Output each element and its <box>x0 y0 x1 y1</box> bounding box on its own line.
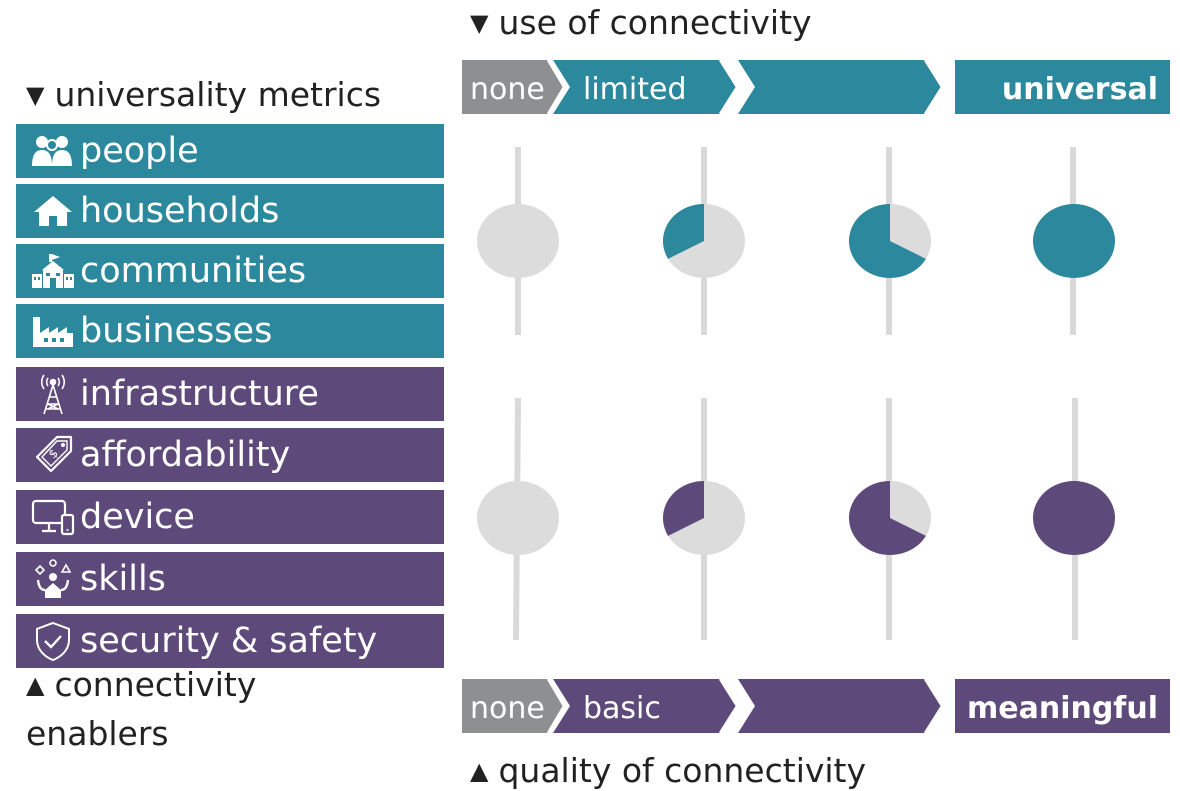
quality-scale-segment-3 <box>738 679 942 733</box>
pie-background <box>477 204 559 278</box>
enabler-infrastructure: infrastructure <box>16 367 444 421</box>
enabler-security-safety: security & safety <box>16 614 444 668</box>
triangle-up-icon: ▲ <box>26 671 45 699</box>
metric-communities: communities <box>16 244 444 298</box>
enabler-label: skills <box>80 559 166 599</box>
pie-background <box>1033 481 1115 555</box>
quality-level-basic: basic <box>583 691 661 726</box>
metric-label: businesses <box>80 311 273 351</box>
quality-scale-segment-1 <box>462 679 564 733</box>
quality-scale-chevrons <box>546 678 944 734</box>
triangle-up-icon: ▲ <box>470 757 489 785</box>
juggling-person-icon <box>16 552 78 606</box>
pie-use-3 <box>849 204 931 279</box>
use-scale-bg <box>955 60 1170 114</box>
metric-businesses: businesses <box>16 304 444 358</box>
use-scale-segment-3 <box>738 60 942 114</box>
metric-label: communities <box>80 251 307 291</box>
enabler-affordability: $ affordability <box>16 428 444 482</box>
use-level-limited: limited <box>583 72 687 107</box>
enabler-label: infrastructure <box>80 374 319 414</box>
universality-metrics-title: universality metrics <box>54 75 382 114</box>
pie-quality-1 <box>477 481 559 555</box>
pie-layer <box>477 204 1115 555</box>
enabler-label: device <box>80 497 195 537</box>
shield-check-icon <box>16 614 78 668</box>
pie-fill-sector <box>849 481 926 555</box>
pie-background <box>477 481 559 555</box>
enabler-skills: skills <box>16 552 444 606</box>
price-tag-icon: $ <box>16 428 78 482</box>
use-of-connectivity-heading: ▼ use of connectivity <box>470 6 812 39</box>
quality-of-connectivity-title: quality of connectivity <box>498 751 867 790</box>
people-icon <box>16 124 78 178</box>
universality-metrics-heading: ▼ universality metrics <box>26 78 381 111</box>
use-scale-segment-2 <box>553 60 737 114</box>
community-buildings-icon <box>16 244 78 298</box>
triangle-down-icon: ▼ <box>470 9 489 37</box>
use-scale-chevrons <box>546 59 944 115</box>
use-of-connectivity-title: use of connectivity <box>498 3 812 42</box>
use-scale-segment-1 <box>462 60 564 114</box>
pie-fill-sector <box>663 204 704 259</box>
metric-label: households <box>80 191 280 231</box>
enabler-device: device <box>16 490 444 544</box>
antenna-tower-icon <box>16 367 78 421</box>
pie-quality-4 <box>1033 481 1115 555</box>
quality-level-meaningful: meaningful <box>967 691 1158 726</box>
metric-people: people <box>16 124 444 178</box>
quality-scale-segment-2 <box>553 679 737 733</box>
pie-fill-sector <box>849 204 926 279</box>
quality-scale-bg <box>955 679 1170 733</box>
pie-use-1 <box>477 204 559 278</box>
use-scale-bar: none limited universal <box>462 59 1170 115</box>
computer-phone-icon <box>16 490 78 544</box>
house-icon <box>16 184 78 238</box>
pie-quality-3 <box>849 481 931 555</box>
pie-quality-2 <box>663 481 745 555</box>
use-level-none: none <box>470 72 545 107</box>
pie-fill-sector <box>663 481 704 536</box>
use-level-universal: universal <box>1002 72 1158 107</box>
enabler-label: security & safety <box>80 621 378 661</box>
enabler-label: affordability <box>80 435 291 475</box>
connectivity-enablers-line1: connectivity <box>54 665 257 704</box>
pie-background <box>1033 204 1115 278</box>
metric-households: households <box>16 184 444 238</box>
quality-of-connectivity-heading: ▲ quality of connectivity <box>470 754 866 787</box>
pie-use-4 <box>1033 204 1115 278</box>
quality-level-none: none <box>470 691 545 726</box>
connectivity-enablers-heading: ▲ connectivity enablers <box>26 662 256 756</box>
vertical-tracks <box>513 147 1078 641</box>
metric-label: people <box>80 131 199 171</box>
connectivity-enablers-line2: enablers <box>26 714 169 753</box>
pie-use-2 <box>663 204 745 278</box>
quality-scale-bar: none basic meaningful <box>462 678 1170 734</box>
triangle-down-icon: ▼ <box>26 81 45 109</box>
factory-icon <box>16 304 78 358</box>
